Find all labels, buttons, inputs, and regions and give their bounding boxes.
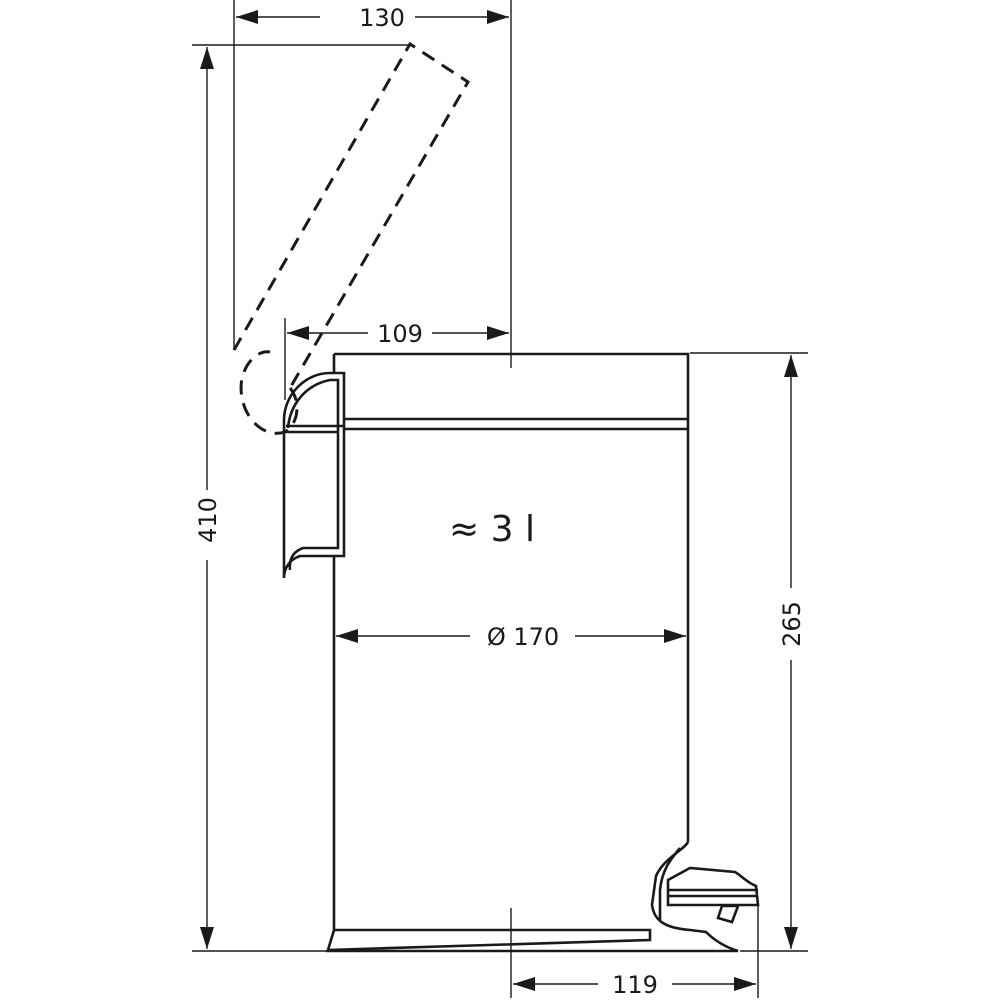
bin-body	[326, 352, 690, 953]
extension-lines	[192, 0, 808, 998]
dimension-lid-depth-label: 109	[377, 320, 423, 348]
dimension-pedal-depth: 119	[513, 971, 756, 999]
dimension-diameter-label: Ø 170	[487, 623, 559, 651]
dimension-diameter: Ø 170	[336, 623, 686, 651]
lid-open-position	[232, 41, 471, 435]
dimension-overall-height-label: 410	[194, 497, 222, 543]
foot-pedal	[650, 841, 760, 953]
dimension-lid-open-width: 130	[236, 4, 509, 32]
dimension-pedal-depth-label: 119	[612, 971, 658, 999]
dimension-body-height-label: 265	[778, 601, 806, 647]
dimension-body-height: 265	[778, 355, 806, 949]
dimension-lid-depth: 109	[287, 320, 509, 348]
dimension-overall-height: 410	[194, 47, 222, 949]
dimension-lid-open-width-label: 130	[359, 4, 405, 32]
lid-hinge	[282, 371, 346, 579]
capacity-label: ≈ 3 l	[449, 509, 535, 550]
